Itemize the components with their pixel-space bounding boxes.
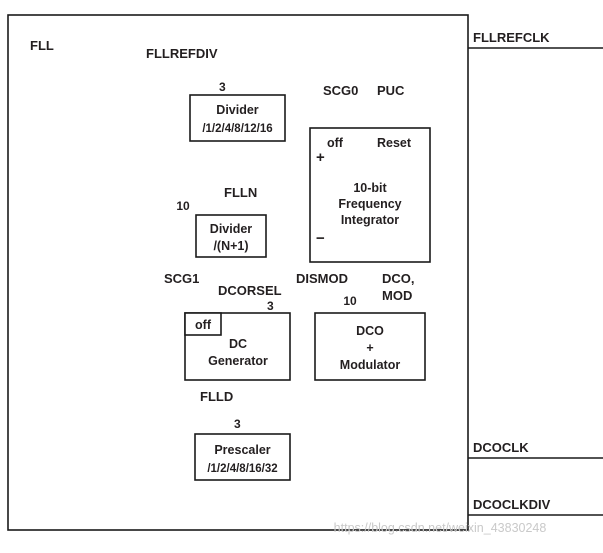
- flld-bus-width: 3: [234, 417, 241, 431]
- integrator-line1: 10-bit: [353, 181, 387, 195]
- frequency-integrator-block: [309, 127, 431, 263]
- dcoclk-label: DCOCLK: [473, 440, 529, 455]
- fllrefdiv-bus-width: 3: [219, 80, 226, 94]
- n-divider-block: [195, 214, 267, 258]
- dc-generator-line2: Generator: [208, 354, 268, 368]
- dco-modulator-line1: DCO: [356, 324, 384, 338]
- dc-generator-line1: DC: [229, 337, 247, 351]
- dismod-label: DISMOD: [296, 271, 348, 286]
- integrator-off-label: off: [327, 136, 344, 150]
- dco-bus-label: DCO,: [382, 271, 415, 286]
- dc-generator-off-box: [184, 312, 222, 336]
- dcorsel-label: DCORSEL: [218, 283, 282, 298]
- dcoclkdiv-label: DCOCLKDIV: [473, 497, 551, 512]
- ref-divider-block: [189, 94, 286, 142]
- flln-label: FLLN: [224, 185, 257, 200]
- n-divider-name: Divider: [210, 222, 253, 236]
- watermark-text: https://blog.csdn.net/weixin_43830248: [334, 521, 547, 535]
- integrator-line3: Integrator: [341, 213, 399, 227]
- dco-modulator-line2: +: [366, 341, 373, 355]
- scg1-label: SCG1: [164, 271, 199, 286]
- fllrefdiv-label: FLLREFDIV: [146, 46, 218, 61]
- ref-divider-name: Divider: [216, 103, 259, 117]
- integrator-reset-label: Reset: [377, 136, 412, 150]
- scg0-label: SCG0: [323, 83, 358, 98]
- integrator-minus-sign: −: [316, 230, 325, 247]
- mod-bus-label: MOD: [382, 288, 412, 303]
- dco-mod-bus-width: 10: [343, 294, 357, 308]
- flld-label: FLLD: [200, 389, 233, 404]
- dc-generator-off-label: off: [195, 318, 212, 332]
- integrator-plus-sign: +: [316, 149, 325, 166]
- dco-modulator-line3: Modulator: [340, 358, 401, 372]
- dcorsel-bus-width: 3: [267, 299, 274, 313]
- prescaler-name: Prescaler: [214, 443, 270, 457]
- puc-label: PUC: [377, 83, 405, 98]
- integrator-line2: Frequency: [338, 197, 401, 211]
- fll-title: FLL: [30, 38, 54, 53]
- fllrefclk-label: FLLREFCLK: [473, 30, 550, 45]
- prescaler-ratio: /1/2/4/8/16/32: [207, 463, 277, 475]
- prescaler-block: [194, 433, 291, 481]
- flln-bus-width: 10: [176, 199, 190, 213]
- dco-modulator-block: [314, 312, 426, 381]
- n-divider-ratio: /(N+1): [213, 239, 248, 253]
- ref-divider-ratio: /1/2/4/8/12/16: [202, 123, 272, 135]
